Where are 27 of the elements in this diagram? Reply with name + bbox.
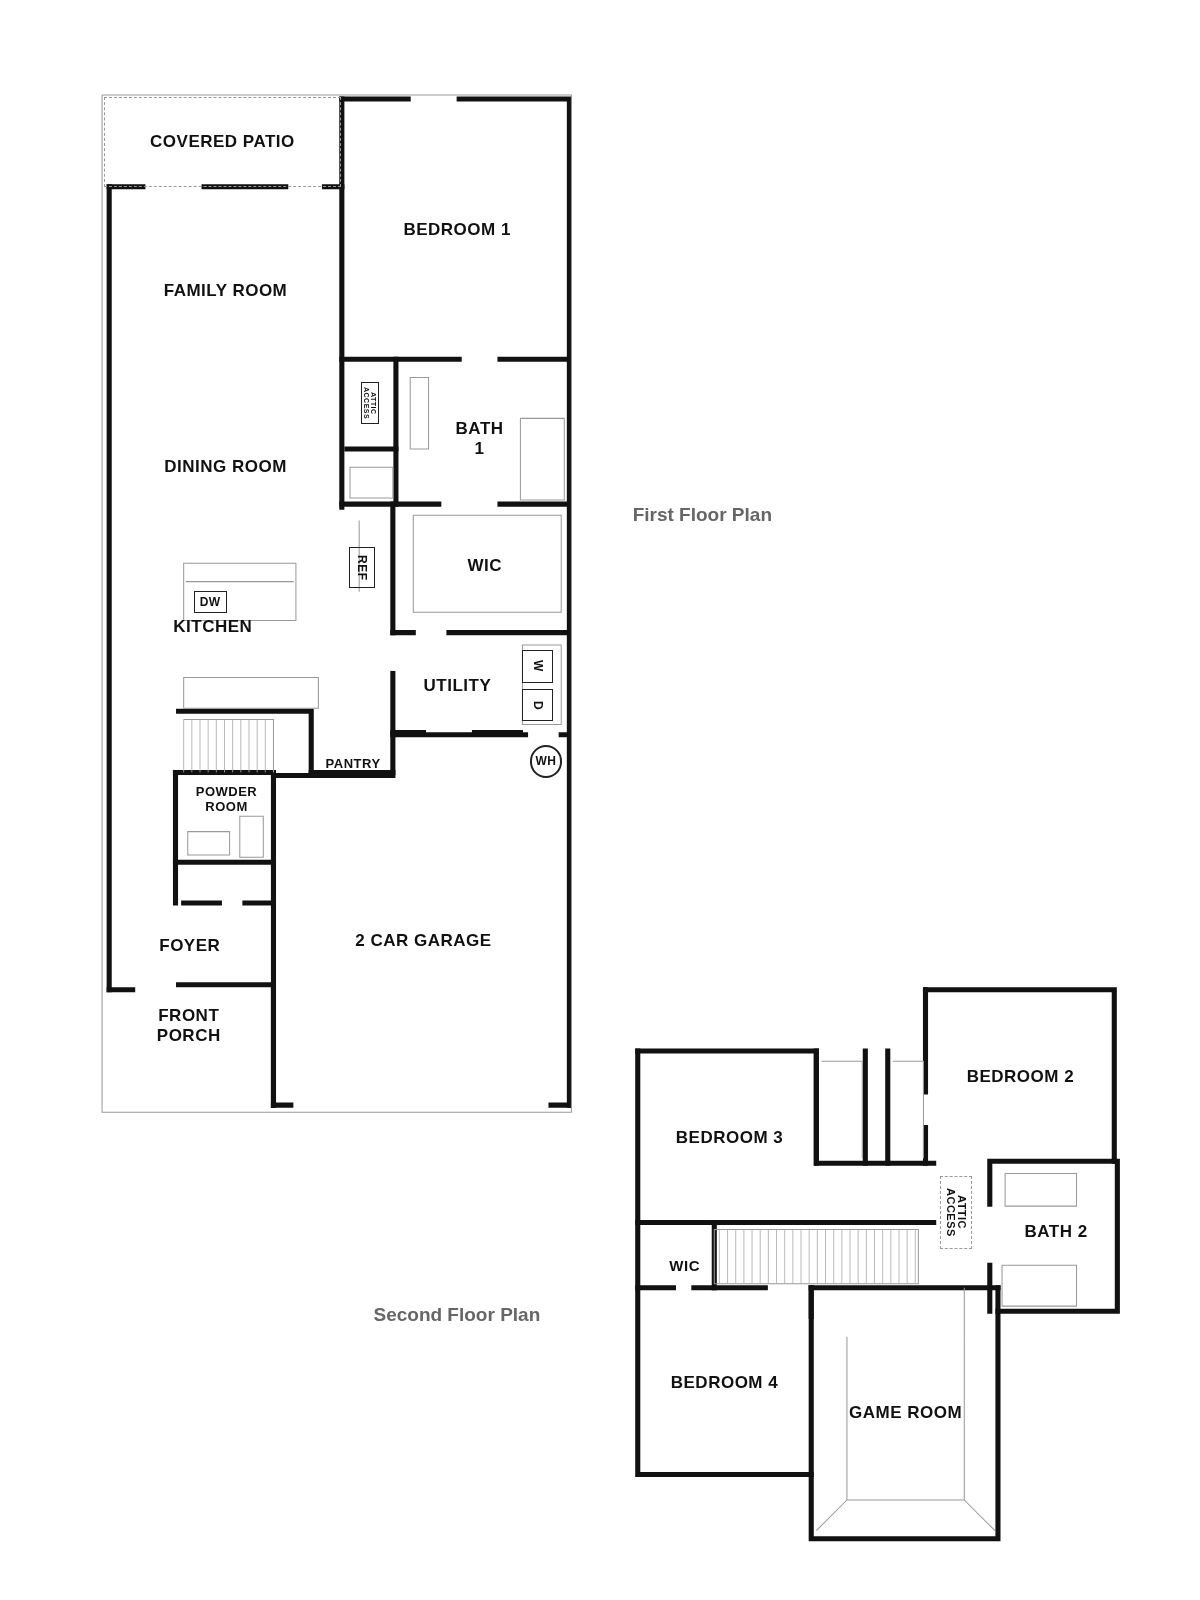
room-label: POWDER ROOM xyxy=(194,783,259,814)
room-label: GAME ROOM xyxy=(849,1403,963,1424)
room-label: BEDROOM 2 xyxy=(966,1066,1075,1087)
room-label: BEDROOM 1 xyxy=(403,219,511,240)
room-label: BEDROOM 3 xyxy=(675,1127,784,1148)
water-heater-symbol: WH xyxy=(529,744,563,778)
room-label: UTILITY xyxy=(422,675,493,696)
room-label: DINING ROOM xyxy=(164,456,287,477)
room-label: BATH 2 xyxy=(1024,1222,1088,1243)
room-label: FRONT PORCH xyxy=(155,1005,222,1046)
room-label: 2 CAR GARAGE xyxy=(355,931,492,952)
room-label: FOYER xyxy=(159,935,221,956)
room-label: WIC xyxy=(467,556,502,577)
floor-plan-title: Second Floor Plan xyxy=(373,1304,541,1327)
room-label: BEDROOM 4 xyxy=(670,1372,779,1393)
fixture-box: W xyxy=(522,650,554,683)
fixture-box: D xyxy=(522,688,554,722)
room-label: KITCHEN xyxy=(172,616,254,637)
floor-plan-title: First Floor Plan xyxy=(632,504,772,527)
fixture-box: REF xyxy=(348,546,376,588)
room-label: PANTRY xyxy=(325,755,381,771)
room-label: WIC xyxy=(669,1256,700,1274)
outdoor-area-outline: COVERED PATIO xyxy=(104,96,341,187)
room-label: FAMILY ROOM xyxy=(163,280,288,301)
fixture-box: DW xyxy=(193,590,227,614)
outdoor-area-outline: ATTIC ACCESS xyxy=(939,1175,973,1249)
room-label: BATH 1 xyxy=(454,418,505,459)
